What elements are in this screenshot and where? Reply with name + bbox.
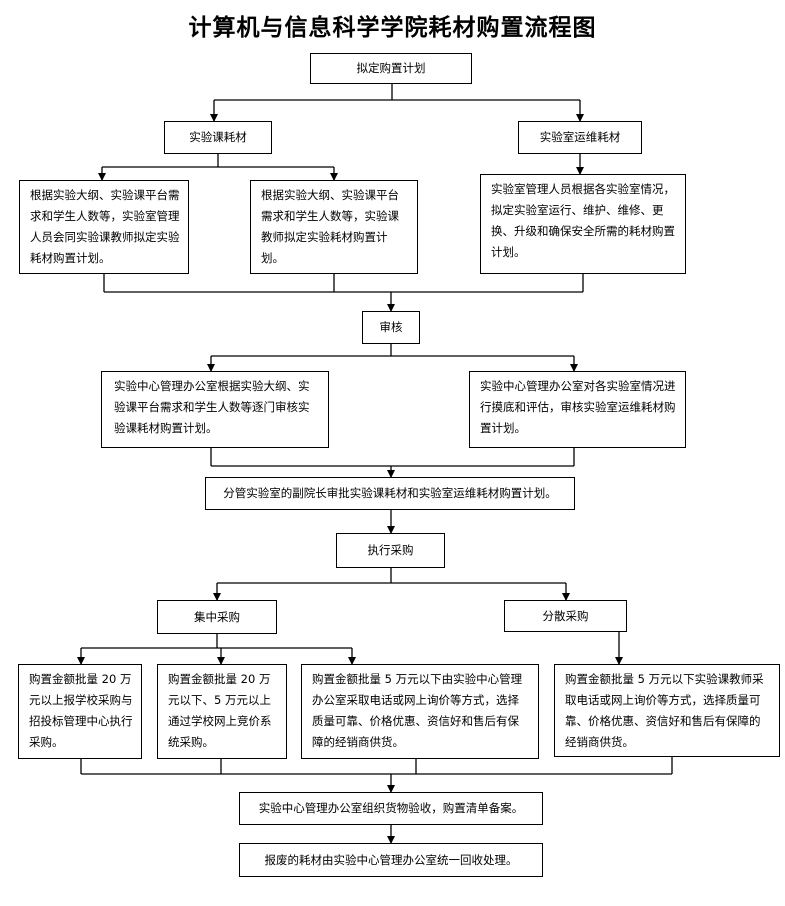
node-course-plan-b: 根据实验大纲、实验课平台需求和学生人数等，实验课教师拟定实验耗材购置计划。 — [250, 180, 418, 274]
node-review: 审核 — [362, 311, 420, 344]
node-execute: 执行采购 — [336, 533, 445, 568]
node-approve: 分管实验室的副院长审批实验课耗材和实验室运维耗材购置计划。 — [205, 477, 575, 510]
node-course-plan-a: 根据实验大纲、实验课平台需求和学生人数等，实验室管理人员会同实验课教师拟定实验耗… — [19, 180, 189, 274]
page-title: 计算机与信息科学学院耗材购置流程图 — [188, 14, 597, 41]
node-purchase-under-50k-office: 购置金额批量 5 万元以下由实验中心管理办公室采取电话或网上询价等方式，选择质量… — [301, 664, 539, 759]
node-disposal: 报废的耗材由实验中心管理办公室统一回收处理。 — [239, 843, 543, 877]
node-purchase-over-200k: 购置金额批量 20 万元以上报学校采购与招投标管理中心执行采购。 — [18, 664, 142, 759]
node-plan: 拟定购置计划 — [310, 53, 472, 84]
node-ops-materials: 实验室运维耗材 — [518, 121, 642, 154]
node-acceptance: 实验中心管理办公室组织货物验收，购置清单备案。 — [239, 792, 543, 825]
node-purchase-under-50k-teacher: 购置金额批量 5 万元以下实验课教师采取电话或网上询价等方式，选择质量可靠、价格… — [554, 664, 780, 757]
node-review-ops: 实验中心管理办公室对各实验室情况进行摸底和评估，审核实验室运维耗材购置计划。 — [469, 371, 686, 448]
node-dispersed-purchase: 分散采购 — [504, 600, 627, 632]
node-purchase-50k-200k: 购置金额批量 20 万元以下、5 万元以上通过学校网上竞价系统采购。 — [157, 664, 287, 759]
node-course-materials: 实验课耗材 — [164, 121, 272, 154]
node-review-course: 实验中心管理办公室根据实验大纲、实验课平台需求和学生人数等逐门审核实验课耗材购置… — [101, 371, 329, 448]
node-ops-plan: 实验室管理人员根据各实验室情况，拟定实验室运行、维护、维修、更换、升级和确保安全… — [480, 174, 686, 274]
node-central-purchase: 集中采购 — [157, 600, 277, 634]
